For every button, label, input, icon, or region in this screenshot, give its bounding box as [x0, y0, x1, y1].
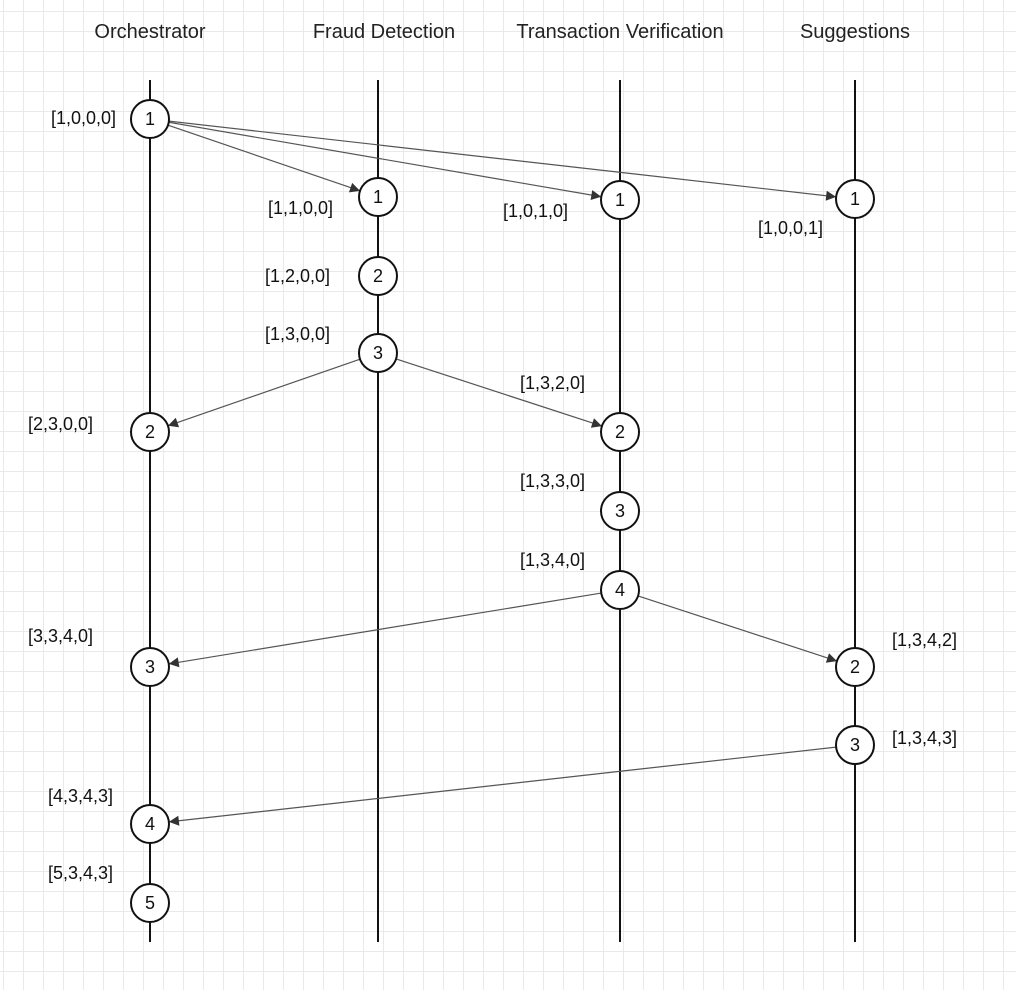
lane-header-tx: Transaction Verification — [516, 21, 723, 43]
vector-clock-s1: [1,0,0,1] — [758, 218, 823, 238]
event-circle — [835, 725, 875, 765]
event-circle — [130, 647, 170, 687]
event-node-o5: 5 — [130, 883, 170, 923]
event-circle — [358, 177, 398, 217]
event-number: 2 — [145, 422, 155, 442]
event-number: 2 — [373, 266, 383, 286]
event-node-f2: 2 — [358, 256, 398, 296]
event-number: 1 — [615, 190, 625, 210]
event-number: 3 — [373, 343, 383, 363]
message-arrow-o1-to-s1 — [168, 120, 837, 201]
messages — [167, 120, 838, 826]
event-number: 3 — [850, 735, 860, 755]
message-arrow-t4-to-o3 — [168, 592, 602, 668]
event-circle — [600, 491, 640, 531]
vector-clock-f1: [1,1,0,0] — [268, 198, 333, 218]
message-arrow-f3-to-o2 — [167, 358, 361, 428]
event-number: 3 — [145, 657, 155, 677]
event-circle — [600, 570, 640, 610]
lane-header-orch: Orchestrator — [94, 21, 205, 43]
event-circle — [130, 412, 170, 452]
events: 1 1 1 1 2 3 2 2 3 4 3 2 3 4 5 — [130, 99, 875, 923]
event-node-o1: 1 — [130, 99, 170, 139]
clock-labels: [1,0,0,0] [1,1,0,0] [1,0,1,0] [1,0,0,1] [1,2… — [28, 108, 957, 883]
event-node-s3: 3 — [835, 725, 875, 765]
event-circle — [358, 256, 398, 296]
event-node-s1: 1 — [835, 179, 875, 219]
vector-clock-t3: [1,3,3,0] — [520, 471, 585, 491]
message-arrow-t4-to-s2 — [637, 595, 838, 663]
event-node-o2: 2 — [130, 412, 170, 452]
event-circle — [600, 180, 640, 220]
vector-clock-t4: [1,3,4,0] — [520, 550, 585, 570]
event-number: 3 — [615, 501, 625, 521]
event-circle — [130, 804, 170, 844]
message-arrow-f3-to-t2 — [395, 358, 603, 428]
lane-header-sugg: Suggestions — [800, 21, 910, 43]
message-arrow-s3-to-o4 — [168, 746, 837, 826]
lane-header-fraud: Fraud Detection — [313, 21, 455, 43]
event-circle — [130, 883, 170, 923]
message-arrow-o1-to-t1 — [168, 121, 602, 201]
event-circle — [130, 99, 170, 139]
event-number: 4 — [145, 814, 155, 834]
event-number: 4 — [615, 580, 625, 600]
vector-clock-o1: [1,0,0,0] — [51, 108, 116, 128]
message-arrow-o1-to-f1 — [167, 124, 361, 193]
event-node-o4: 4 — [130, 804, 170, 844]
event-node-f1: 1 — [358, 177, 398, 217]
event-number: 1 — [145, 109, 155, 129]
vector-clock-s2: [1,3,4,2] — [892, 630, 957, 650]
lane-headers: Orchestrator Fraud Detection Transaction V… — [94, 21, 910, 43]
vector-clock-o2: [2,3,0,0] — [28, 414, 93, 434]
vector-clock-o4: [4,3,4,3] — [48, 786, 113, 806]
vector-clock-o3: [3,3,4,0] — [28, 626, 93, 646]
event-circle — [600, 412, 640, 452]
event-number: 1 — [850, 189, 860, 209]
vector-clock-t2: [1,3,2,0] — [520, 373, 585, 393]
event-number: 2 — [615, 422, 625, 442]
vector-clock-s3: [1,3,4,3] — [892, 728, 957, 748]
event-circle — [835, 179, 875, 219]
event-number: 5 — [145, 893, 155, 913]
event-number: 2 — [850, 657, 860, 677]
event-circle — [835, 647, 875, 687]
vector-clock-o5: [5,3,4,3] — [48, 863, 113, 883]
event-node-t1: 1 — [600, 180, 640, 220]
event-node-t3: 3 — [600, 491, 640, 531]
vector-clock-f2: [1,2,0,0] — [265, 266, 330, 286]
event-node-f3: 3 — [358, 333, 398, 373]
event-node-t4: 4 — [600, 570, 640, 610]
event-number: 1 — [373, 187, 383, 207]
vector-clock-t1: [1,0,1,0] — [503, 201, 568, 221]
event-node-o3: 3 — [130, 647, 170, 687]
event-node-s2: 2 — [835, 647, 875, 687]
event-circle — [358, 333, 398, 373]
event-node-t2: 2 — [600, 412, 640, 452]
vector-clock-f3: [1,3,0,0] — [265, 324, 330, 344]
